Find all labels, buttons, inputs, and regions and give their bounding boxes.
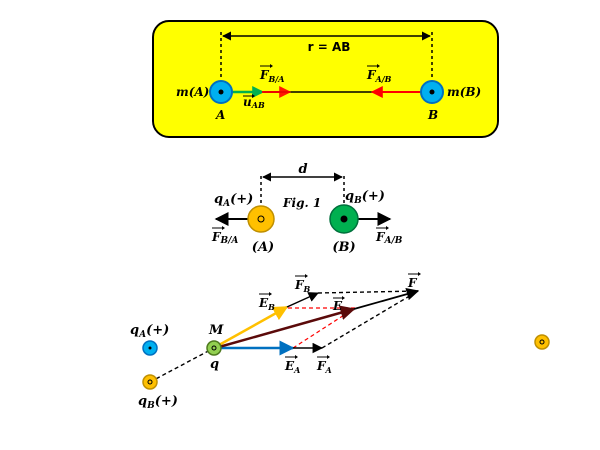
superposition-panel: qA(+) qB(+) M q EB FB E F EA FA	[130, 272, 550, 411]
total-force-vector	[353, 288, 420, 310]
test-charge-m	[206, 340, 222, 356]
isolated-charge-ring	[539, 339, 545, 345]
yellow-panel-background	[152, 20, 499, 138]
vector-arrowhead-icon	[377, 64, 380, 68]
charge-a-body	[247, 205, 275, 233]
isolated-charge	[534, 334, 550, 350]
test-charge-ring	[211, 345, 217, 351]
vector-arrowhead-icon	[222, 226, 225, 230]
total-field-label: E	[332, 299, 343, 313]
vector-arrowhead-icon	[386, 226, 389, 230]
field-b-label: EB	[258, 296, 275, 312]
total-force-label: F	[407, 276, 418, 290]
force-a-label: FA	[316, 359, 332, 375]
dashed-line-qb-to-m	[149, 347, 215, 383]
charge-a-center	[257, 215, 265, 223]
charge-a-source-dot	[148, 346, 152, 350]
test-charge-label: q	[210, 357, 219, 372]
point-b-label: B	[427, 108, 438, 122]
force-parallelogram-top	[317, 290, 419, 294]
charge-a-label: qA(+)	[130, 323, 169, 340]
total-field-vector	[218, 305, 356, 349]
mass-b-label: m(B)	[447, 85, 481, 99]
charge-b-label: qB(+)	[138, 394, 178, 411]
mass-a-center	[218, 89, 224, 95]
vector-arrowhead-icon	[342, 296, 345, 300]
charge-a-label: qA(+)	[214, 192, 253, 209]
force-parallelogram-right	[321, 290, 419, 349]
mass-b-center	[429, 89, 435, 95]
distance-d-label: d	[298, 162, 307, 177]
force-b-on-a-label: FB/A	[259, 68, 284, 84]
charge-b-label: qB(+)	[345, 189, 385, 206]
vector-arrowhead-icon	[295, 355, 298, 359]
unit-vector-label: uAB	[243, 95, 265, 110]
charge-b-source-ring	[147, 379, 153, 385]
field-a-label: EA	[284, 359, 300, 375]
mass-a-label: m(A)	[176, 85, 209, 99]
force-a-on-b-label: FA/B	[375, 230, 403, 246]
figure-label: Fig. 1	[282, 196, 321, 210]
coulomb-panel: d Fig. 1 qA(+) qB(+) (A) (B) FB/A FA/B	[211, 162, 403, 255]
vector-arrowhead-icon	[269, 292, 272, 296]
vector-arrowhead-icon	[270, 64, 273, 68]
vector-arrowhead-icon	[327, 355, 330, 359]
point-a-label: A	[215, 108, 225, 122]
gravitation-panel: r = AB m(A) m(B) A B FB/A FA/B uAB	[152, 20, 499, 138]
field-b-vector	[218, 305, 289, 347]
force-b-label: FB	[294, 278, 311, 294]
body-b-label: (B)	[332, 240, 355, 255]
force-b-vector	[286, 292, 319, 308]
charge-b-center	[340, 215, 348, 223]
vector-arrowhead-icon	[418, 272, 421, 276]
vector-arrowhead-icon	[252, 94, 255, 98]
force-a-on-b-label: FA/B	[366, 68, 392, 84]
construction-line-diagonal	[292, 307, 356, 349]
body-a-label: (A)	[252, 240, 274, 255]
distance-label: r = AB	[308, 40, 351, 54]
point-m-label: M	[208, 323, 224, 338]
vector-arrowhead-icon	[305, 274, 308, 278]
force-b-on-a-label: FB/A	[211, 230, 238, 246]
charge-b-source	[142, 374, 158, 390]
